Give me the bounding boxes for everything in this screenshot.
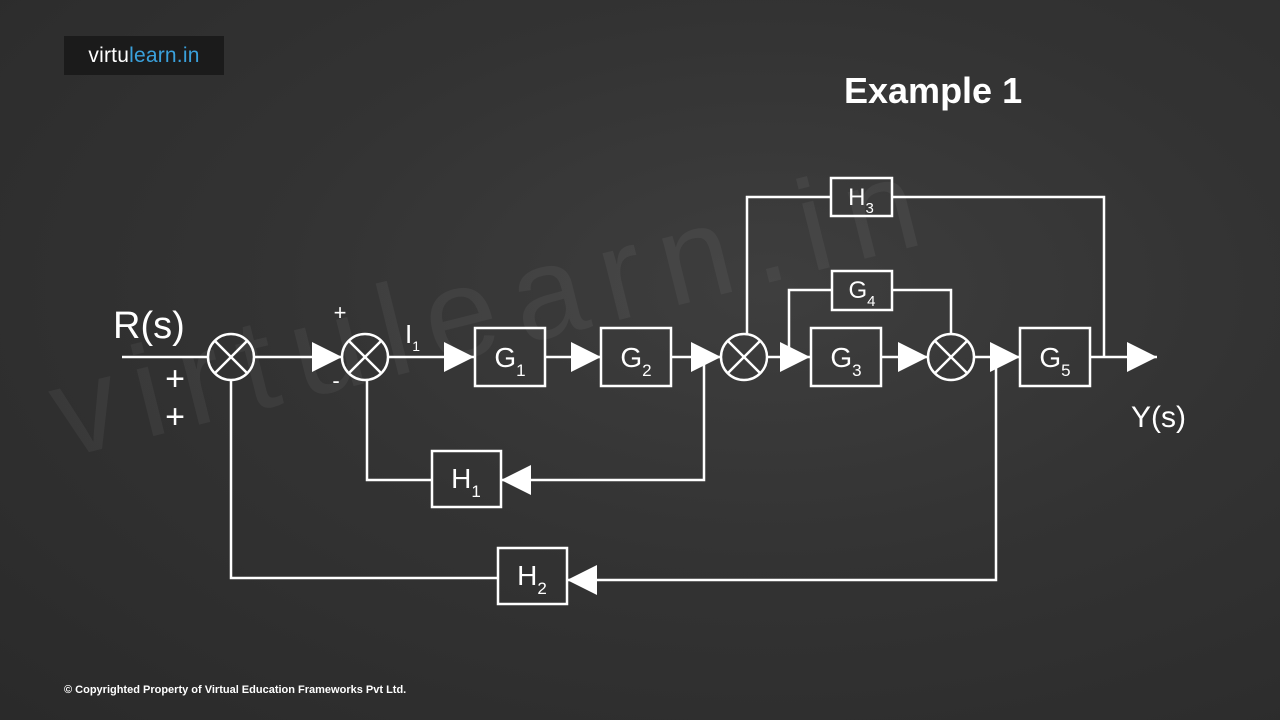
block-g1-label: G [494, 342, 516, 373]
block-h3-label: H [848, 184, 865, 211]
svg-text:G2: G2 [620, 342, 651, 380]
sj2-sign-bottom: - [332, 368, 339, 393]
block-g5-subscript: 5 [1061, 361, 1070, 380]
svg-text:G3: G3 [830, 342, 861, 380]
block-g1-subscript: 1 [516, 361, 525, 380]
intermediate-signal-subscript: 1 [412, 338, 420, 354]
block-g4-subscript: 4 [867, 293, 875, 310]
block-g4: G4 [830, 269, 894, 312]
block-g3: G3 [809, 326, 883, 388]
sj1-sign-bottom: + [165, 398, 185, 436]
block-g5: G5 [1018, 326, 1092, 388]
block-h1-label: H [451, 463, 471, 494]
block-g3-subscript: 3 [852, 361, 861, 380]
svg-text:H2: H2 [517, 560, 547, 598]
line-h3-right [892, 195, 1106, 357]
line-h2-feedback-in [567, 357, 998, 595]
line-h3-left [745, 195, 831, 334]
copyright-notice: © Copyrighted Property of Virtual Educat… [64, 684, 407, 696]
svg-text:G4: G4 [848, 277, 875, 310]
svg-text:G5: G5 [1039, 342, 1070, 380]
sj2-sign-top: + [334, 300, 347, 325]
block-g4-label: G [848, 277, 867, 304]
signal-lines [122, 195, 1157, 595]
block-h2: H2 [496, 546, 569, 606]
line-g4-left [787, 288, 832, 357]
input-signal-label: R(s) [113, 305, 185, 347]
block-g2-subscript: 2 [642, 361, 651, 380]
svg-text:H3: H3 [848, 184, 874, 217]
page-title: Example 1 [844, 70, 1023, 111]
block-h3: H3 [829, 176, 894, 218]
brand-logo-part1: virtu [88, 43, 130, 67]
block-g2: G2 [599, 326, 673, 388]
block-g3-label: G [830, 342, 852, 373]
block-g1: G1 [473, 326, 547, 388]
block-h2-subscript: 2 [537, 579, 546, 598]
line-g4-right [892, 288, 953, 334]
block-h1: H1 [430, 449, 503, 509]
line-h1-feedback-out [365, 380, 432, 482]
brand-logo-part2: learn.in [129, 43, 200, 67]
summing-junction-3 [719, 332, 769, 382]
svg-text:H1: H1 [451, 463, 481, 501]
line-h1-feedback-in [501, 357, 706, 495]
block-g5-label: G [1039, 342, 1061, 373]
summing-junction-4 [926, 332, 976, 382]
svg-text:G1: G1 [494, 342, 525, 380]
output-signal-label: Y(s) [1131, 401, 1186, 434]
block-h3-subscript: 3 [866, 200, 874, 217]
summing-junction-1 [206, 332, 256, 382]
sj1-sign-top: + [165, 360, 185, 398]
block-h1-subscript: 1 [471, 482, 480, 501]
intermediate-signal-label: I1 [405, 319, 420, 354]
summing-junction-2 [340, 332, 390, 382]
block-h2-label: H [517, 560, 537, 591]
line-h2-feedback-out [229, 380, 498, 580]
intermediate-signal-main: I [405, 319, 412, 349]
block-g2-label: G [620, 342, 642, 373]
